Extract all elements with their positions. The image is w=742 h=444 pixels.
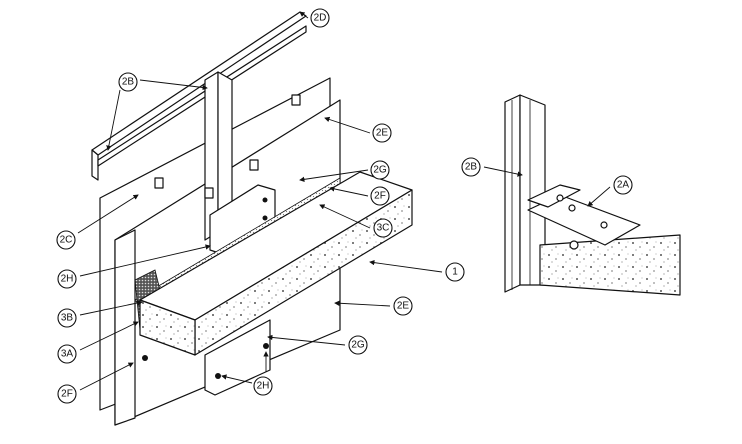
callout-label: 2E (397, 301, 410, 312)
callout-2C: 2C (56, 230, 76, 250)
callout-label: 2A (617, 180, 630, 191)
leader-line (221, 374, 253, 384)
callout-label: 3A (61, 349, 74, 360)
leader-line (324, 116, 371, 134)
callout-3B: 3B (57, 308, 77, 328)
callout-label: 3B (61, 313, 74, 324)
callout-2D: 2D (310, 8, 330, 28)
callout-label: 3C (377, 223, 390, 234)
callout-label: 2B (465, 162, 478, 173)
bolt (569, 240, 579, 250)
callout-2G-lower: 2G (348, 335, 368, 355)
leader-line (329, 186, 369, 197)
leader-line (299, 11, 309, 19)
callout-label: 2G (373, 165, 387, 176)
top-rail-end (91, 149, 99, 181)
panel-clip (249, 159, 259, 171)
fastener (262, 215, 268, 221)
detail-clip-flange (527, 184, 581, 208)
bolt (556, 194, 564, 202)
callout-detail-2A: 2A (613, 175, 633, 195)
callout-label: 2F (61, 389, 73, 400)
leader-line (139, 79, 208, 91)
callout-label: 2G (351, 340, 365, 351)
panel-clip (154, 177, 164, 189)
callout-label: 2H (61, 274, 74, 285)
callout-label: 2H (257, 381, 270, 392)
leader-line (267, 334, 346, 346)
panel-clip (291, 94, 301, 106)
callout-detail-2B: 2B (461, 157, 481, 177)
callout-2E: 2E (372, 123, 392, 143)
leader-line (587, 186, 611, 207)
fastener (215, 373, 221, 379)
callout-label: 2C (60, 235, 73, 246)
leader-line (299, 169, 369, 183)
leader-line (319, 204, 371, 229)
fastener (263, 343, 269, 349)
leader-line (77, 194, 139, 234)
panel-front-edge (114, 229, 136, 426)
bolt (568, 204, 576, 212)
leader-line (369, 259, 443, 273)
detail-mullion (504, 94, 521, 293)
leader-line (79, 321, 139, 351)
detail-slab (539, 234, 681, 296)
callout-2F-lower: 2F (57, 384, 77, 404)
leader-line (483, 166, 523, 177)
leader-line (79, 300, 143, 316)
callout-label: 2D (314, 13, 327, 24)
callout-label: 2F (374, 191, 386, 202)
main-view (91, 11, 413, 426)
callout-label: 2E (376, 128, 389, 139)
callout-2B: 2B (118, 72, 138, 92)
callout-2E-lower: 2E (393, 296, 413, 316)
leader-line (79, 362, 134, 391)
fastener (262, 197, 268, 203)
callout-2H-lower: 2H (253, 376, 273, 396)
detail-view (504, 94, 681, 296)
leader-line (79, 244, 211, 277)
callout-2G: 2G (370, 160, 390, 180)
callout-2F: 2F (370, 186, 390, 206)
leader-line (334, 300, 391, 307)
callout-3A: 3A (57, 344, 77, 364)
panel-clip (204, 187, 214, 199)
top-rail-flange (97, 25, 307, 167)
leader-line (106, 89, 121, 151)
fastener (142, 355, 148, 361)
callout-1: 1 (445, 262, 465, 282)
callout-label: 2B (122, 77, 135, 88)
callout-label: 1 (452, 267, 458, 278)
callout-3C: 3C (373, 218, 393, 238)
bolt (600, 221, 608, 229)
slab-side (139, 299, 196, 356)
callout-2H: 2H (57, 269, 77, 289)
leader-lines (77, 11, 611, 391)
